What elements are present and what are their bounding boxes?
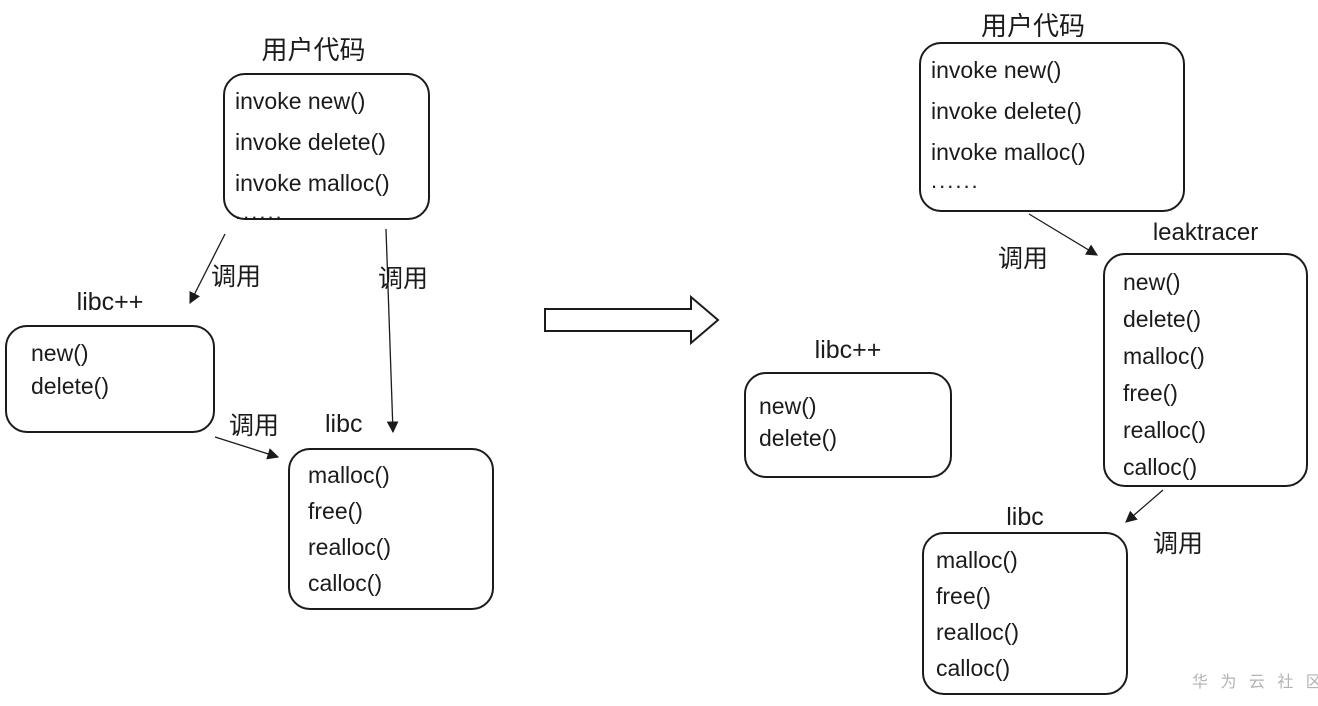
arrow-leaktracer-to-libc xyxy=(1125,489,1164,523)
box-line: delete() xyxy=(759,425,837,451)
box-line: malloc() xyxy=(1123,343,1205,369)
box-line: invoke delete() xyxy=(931,98,1082,124)
leaktracer-box: new() delete() malloc() free() realloc()… xyxy=(1103,253,1308,487)
box-line: delete() xyxy=(31,373,109,399)
right-libc-title: libc xyxy=(1006,503,1044,531)
call-label-left-libcpp-libc: 调用 xyxy=(229,412,280,440)
box-line: invoke malloc() xyxy=(235,170,390,196)
box-line: new() xyxy=(1123,269,1181,295)
right-libc-box: malloc() free() realloc() calloc() xyxy=(922,532,1128,695)
left-libc-box: malloc() free() realloc() calloc() xyxy=(288,448,494,610)
box-line: malloc() xyxy=(308,462,390,488)
box-line: free() xyxy=(308,498,363,524)
box-line: invoke new() xyxy=(235,88,366,114)
box-line: invoke delete() xyxy=(235,129,386,155)
arrow-left-usercode-to-libc xyxy=(385,228,399,434)
box-line: calloc() xyxy=(1123,454,1198,480)
box-line: free() xyxy=(936,583,991,609)
box-line: realloc() xyxy=(1123,417,1207,443)
transform-arrow-icon xyxy=(544,294,720,346)
right-usercode-title: 用户代码 xyxy=(980,11,1085,41)
box-line-ellipsis: ...... xyxy=(931,168,980,193)
leaktracer-title: leaktracer xyxy=(1152,219,1259,246)
call-label-left-usercode-libc: 调用 xyxy=(378,265,429,293)
right-libcpp-title: libc++ xyxy=(814,336,882,364)
right-usercode-box: invoke new() invoke delete() invoke mall… xyxy=(919,42,1185,212)
arrow-left-libcpp-to-libc xyxy=(214,436,280,460)
call-label-left-usercode-libcpp: 调用 xyxy=(211,263,262,291)
box-line: free() xyxy=(1123,380,1178,406)
box-line: realloc() xyxy=(936,619,1020,645)
box-line: new() xyxy=(31,340,89,366)
left-usercode-box: invoke new() invoke delete() invoke mall… xyxy=(223,73,430,223)
huawei-cloud-watermark: 华 为 云 社 区 xyxy=(1192,674,1318,691)
call-label-right-usercode-leaktracer: 调用 xyxy=(998,245,1049,273)
box-line: invoke malloc() xyxy=(931,139,1086,165)
arrow-left-usercode-to-libcpp xyxy=(189,233,226,305)
left-usercode-title: 用户代码 xyxy=(261,35,366,65)
box-line: realloc() xyxy=(308,534,392,560)
box-line: delete() xyxy=(1123,306,1201,332)
left-libc-title: libc xyxy=(325,410,363,438)
box-line-ellipsis: ...... xyxy=(235,199,284,224)
box-line: new() xyxy=(759,393,817,419)
box-line: malloc() xyxy=(936,547,1018,573)
box-line: invoke new() xyxy=(931,57,1062,83)
box-line: calloc() xyxy=(308,570,383,596)
call-label-leaktracer-libc: 调用 xyxy=(1153,530,1204,558)
right-libcpp-box: new() delete() xyxy=(744,372,952,478)
arrow-right-usercode-to-leaktracer xyxy=(1028,213,1099,256)
left-libcpp-title: libc++ xyxy=(76,288,144,316)
box-line: calloc() xyxy=(936,655,1011,681)
left-libcpp-box: new() delete() xyxy=(5,325,215,433)
